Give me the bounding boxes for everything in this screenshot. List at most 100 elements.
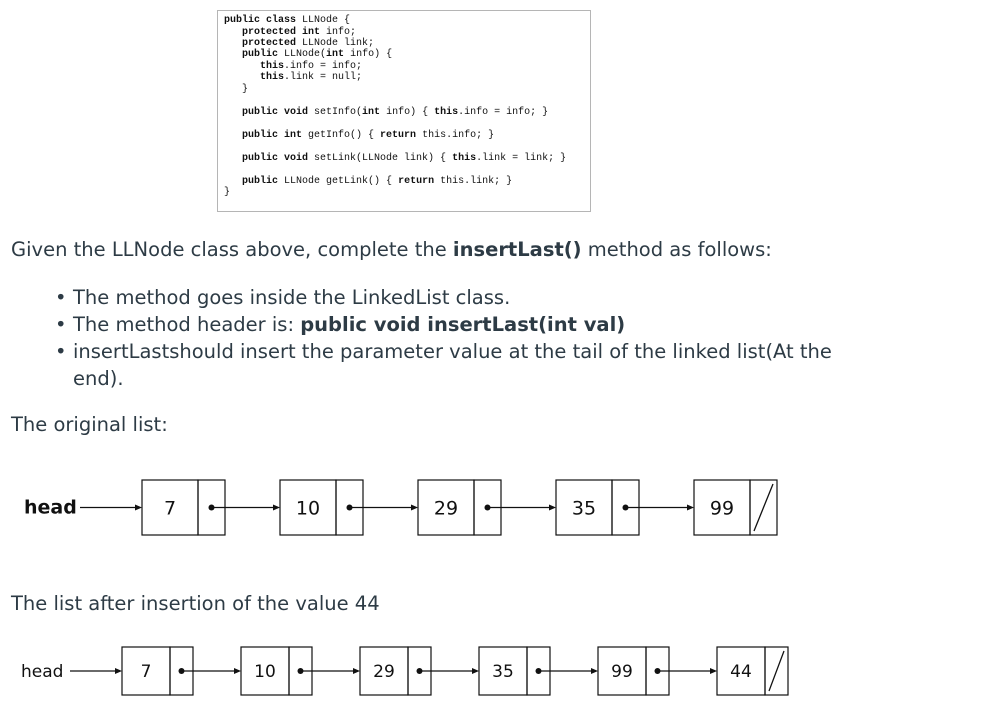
null-slash: [768, 650, 785, 692]
code-line: public class LLNode {: [224, 15, 350, 26]
intro-paragraph: Given the LLNode class above, complete t…: [11, 236, 772, 263]
original-list-diagram: head 7 10 29 35 99: [24, 479, 778, 536]
code-keyword: public void: [242, 107, 309, 118]
arrow-head: [273, 504, 280, 511]
code-line: public int getInfo() { return this.info;…: [224, 130, 494, 141]
arrow-head: [710, 668, 717, 674]
code-token: [224, 49, 242, 60]
bullet-marker: •: [55, 313, 67, 336]
code-line: protected LLNode link;: [224, 38, 374, 49]
code-keyword: public: [242, 49, 279, 60]
arrow-head: [549, 504, 556, 511]
node-link-cell: [764, 646, 789, 696]
code-keyword: protected: [242, 38, 297, 49]
code-keyword: protected int: [242, 27, 321, 38]
arrow-head: [234, 668, 241, 674]
code-line: this.link = null;: [224, 72, 362, 83]
code-token: LLNode getLink() {: [278, 176, 399, 187]
code-keyword: this: [452, 153, 477, 164]
code-token: setLink(LLNode link) {: [308, 153, 453, 164]
code-token: [224, 72, 260, 83]
arrow-head: [591, 668, 598, 674]
code-keyword: public: [242, 176, 279, 187]
code-token: }: [224, 84, 249, 95]
code-token: [224, 176, 242, 187]
code-listing: public class LLNode { protected int info…: [217, 10, 591, 212]
code-token: this.info; }: [416, 130, 495, 141]
code-keyword: return: [380, 130, 417, 141]
bullet-item-1: The method goes inside the LinkedList cl…: [73, 286, 511, 309]
code-token: LLNode {: [296, 15, 351, 26]
code-token: info) {: [344, 49, 393, 60]
code-token: .info = info;: [284, 61, 363, 72]
code-token: LLNode(: [278, 49, 327, 60]
code-line: public LLNode getLink() { return this.li…: [224, 176, 512, 187]
code-token: [224, 130, 242, 141]
bullet-item-2: The method header is: public void insert…: [73, 311, 625, 338]
code-keyword: this: [434, 107, 459, 118]
bullet-marker: •: [55, 340, 67, 363]
code-token: [224, 27, 242, 38]
head-label: head: [24, 497, 77, 519]
node-value: 10: [254, 662, 276, 682]
code-token: .link = link; }: [476, 153, 567, 164]
node-value: 29: [434, 497, 458, 519]
code-keyword: this: [260, 72, 285, 83]
node-value: 35: [572, 497, 596, 519]
code-keyword: public class: [224, 15, 297, 26]
node-value: 99: [611, 662, 633, 682]
bullet-2-prefix: The method header is:: [73, 313, 301, 336]
code-token: .info = info; }: [458, 107, 549, 118]
code-keyword: public void: [242, 153, 309, 164]
bullet-item-3-line-2: end).: [73, 367, 124, 390]
code-keyword: this: [260, 61, 285, 72]
code-token: [224, 38, 242, 49]
node-value: 10: [296, 497, 320, 519]
node-value: 7: [141, 662, 152, 682]
arrow-head: [135, 504, 142, 511]
code-keyword: int: [326, 49, 345, 60]
code-token: [224, 153, 242, 164]
original-list-caption: The original list:: [11, 413, 168, 436]
code-token: this.link; }: [434, 176, 513, 187]
arrow-head: [411, 504, 418, 511]
arrow-head: [353, 668, 360, 674]
node-value: 35: [492, 662, 514, 682]
node-value: 99: [710, 497, 734, 519]
code-token: getInfo() {: [302, 130, 381, 141]
code-line: public void setInfo(int info) { this.inf…: [224, 107, 548, 118]
code-token: [224, 61, 260, 72]
code-line: }: [224, 187, 230, 198]
after-insertion-caption: The list after insertion of the value 44: [11, 592, 380, 615]
code-token: setInfo(: [308, 107, 363, 118]
method-header: public void insertLast(int val): [300, 313, 626, 336]
node-link-cell: [749, 479, 778, 536]
arrow-head: [687, 504, 694, 511]
code-keyword: return: [398, 176, 435, 187]
intro-text: Given the LLNode class above, complete t…: [11, 238, 453, 261]
code-line: }: [224, 84, 248, 95]
code-token: LLNode link;: [296, 38, 375, 49]
code-keyword: int: [362, 107, 381, 118]
code-line: this.info = info;: [224, 61, 362, 72]
node-value: 29: [373, 662, 395, 682]
arrow-head: [115, 668, 122, 674]
code-token: info) {: [380, 107, 435, 118]
code-token: [224, 107, 242, 118]
after-insertion-diagram: head 7 10 29 35 99 44: [21, 646, 789, 696]
code-token: info;: [320, 27, 357, 38]
code-line: public LLNode(int info) {: [224, 49, 392, 60]
arrow-head: [472, 668, 479, 674]
method-name: insertLast(): [452, 238, 582, 261]
null-slash: [753, 483, 774, 532]
intro-text-end: method as follows:: [581, 238, 772, 261]
node-value: 7: [164, 497, 176, 519]
node-value: 44: [730, 662, 752, 682]
bullet-item-3-line-1: insertLastshould insert the parameter va…: [73, 340, 832, 363]
code-line: public void setLink(LLNode link) { this.…: [224, 153, 566, 164]
head-label: head: [21, 662, 63, 682]
code-token: }: [224, 187, 231, 198]
code-token: .link = null;: [284, 72, 363, 83]
code-line: protected int info;: [224, 27, 356, 38]
code-keyword: public int: [242, 130, 303, 141]
